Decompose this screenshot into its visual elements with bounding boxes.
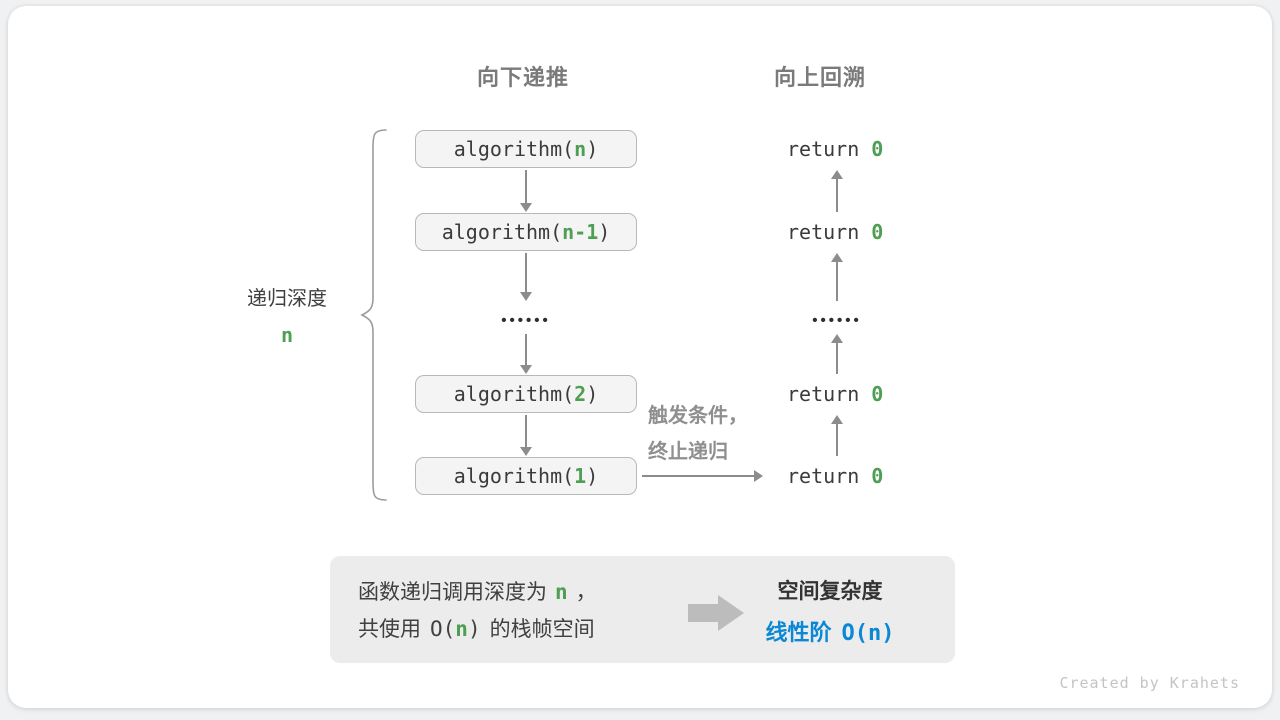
- code-pre: algorithm(: [441, 220, 563, 244]
- block-arrow-right-icon: [688, 595, 744, 631]
- arrow-down-icon: [519, 253, 533, 301]
- summary-arg: n: [555, 580, 568, 604]
- complexity-title: 空间复杂度: [777, 580, 883, 603]
- depth-brace: [360, 129, 387, 501]
- complexity-notation: O(n): [841, 621, 895, 646]
- phase-label-upward: 向上回溯: [773, 65, 866, 90]
- code-post: ): [598, 220, 611, 244]
- summary-text: 的栈帧空间: [489, 618, 595, 641]
- call-frame-1: algorithm(1): [415, 457, 637, 495]
- depth-annotation: 递归深度 n: [237, 282, 337, 347]
- code-arg: n: [574, 137, 587, 161]
- credit-text: Created by Krahets: [1059, 674, 1240, 692]
- ellipsis-right: ••••••: [812, 312, 862, 329]
- return-statement: return 0: [787, 218, 883, 246]
- phase-label-downward: 向下递推: [476, 65, 569, 90]
- code-arg: 1: [574, 464, 587, 488]
- summary-conclusion: 空间复杂度 线性阶 O(n): [720, 556, 940, 663]
- complexity-order: 线性阶: [765, 620, 832, 645]
- code-post: ): [467, 617, 481, 641]
- code-arg: n: [455, 617, 468, 641]
- arrow-up-icon: [830, 253, 844, 301]
- depth-value: n: [280, 323, 294, 347]
- summary-line1: 函数递归调用深度为 n ，: [358, 574, 597, 611]
- code-arg: n-1: [562, 220, 599, 244]
- code-arg: 2: [574, 382, 587, 406]
- summary-line2: 共使用 O(n) 的栈帧空间: [358, 611, 597, 648]
- return-value: 0: [871, 464, 884, 488]
- code-pre: O(: [430, 617, 456, 641]
- trigger-line1: 触发条件，: [648, 405, 748, 427]
- call-frame-2: algorithm(2): [415, 375, 637, 413]
- arrow-down-icon: [519, 170, 533, 212]
- code-pre: algorithm(: [453, 382, 575, 406]
- code-post: ): [586, 382, 599, 406]
- arrow-up-icon: [830, 170, 844, 212]
- ellipsis-left: ••••••: [501, 312, 551, 329]
- trigger-note: 触发条件， 终止递归: [648, 398, 748, 470]
- summary-text: 函数递归调用深度为: [358, 581, 547, 604]
- return-value: 0: [871, 137, 884, 161]
- return-statement: return 0: [787, 380, 883, 408]
- summary-text: ，: [575, 581, 597, 604]
- complexity-value: 线性阶 O(n): [720, 615, 940, 647]
- return-value: 0: [871, 220, 884, 244]
- return-keyword: return: [787, 382, 860, 406]
- depth-label: 递归深度: [247, 288, 327, 310]
- code-post: ): [586, 464, 599, 488]
- return-keyword: return: [787, 137, 860, 161]
- code-pre: algorithm(: [453, 137, 575, 161]
- code-pre: algorithm(: [453, 464, 575, 488]
- return-keyword: return: [787, 220, 860, 244]
- code-post: ): [586, 137, 599, 161]
- summary-text: 共使用: [358, 618, 421, 641]
- arrow-up-icon: [830, 415, 844, 456]
- arrow-up-icon: [830, 334, 844, 374]
- complexity-code: O(n): [430, 617, 481, 641]
- trigger-line2: 终止递归: [648, 441, 728, 463]
- call-frame-n: algorithm(n): [415, 130, 637, 168]
- arrow-right-icon: [642, 469, 763, 483]
- return-value: 0: [871, 382, 884, 406]
- return-statement: return 0: [787, 135, 883, 163]
- arrow-down-icon: [519, 334, 533, 374]
- arrow-down-icon: [519, 415, 533, 456]
- call-frame-n-1: algorithm(n-1): [415, 213, 637, 251]
- return-keyword: return: [787, 464, 860, 488]
- return-statement: return 0: [787, 462, 883, 490]
